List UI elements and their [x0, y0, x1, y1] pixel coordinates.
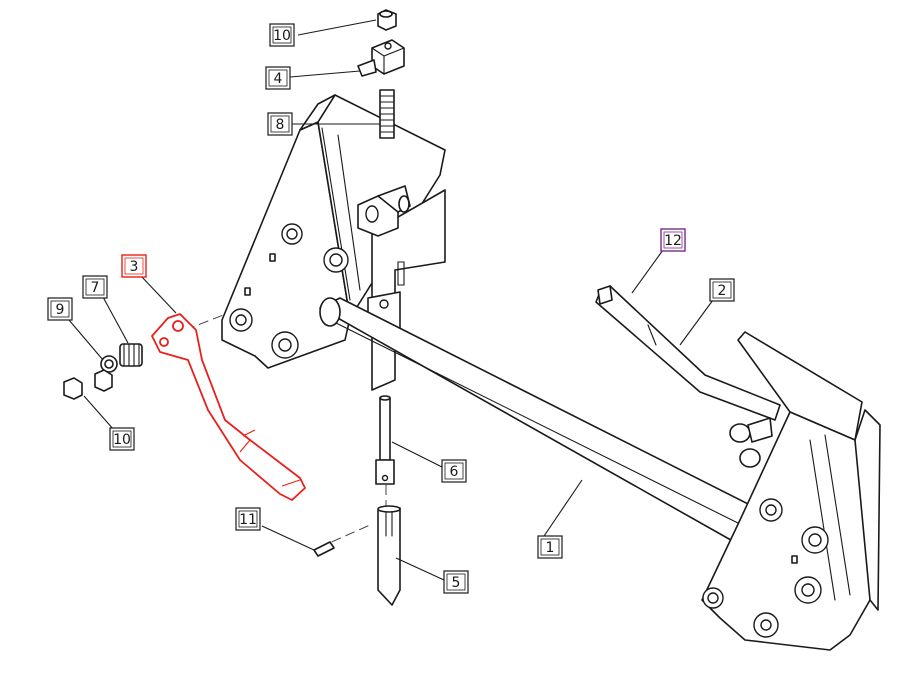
svg-text:12: 12: [664, 233, 682, 249]
nuts-left: [63, 369, 113, 400]
svg-text:2: 2: [718, 283, 727, 299]
callout-4: 4: [265, 66, 291, 90]
leader-lines: [68, 19, 714, 581]
roll-pin-part-11: [313, 541, 335, 557]
callout-2: 2: [709, 278, 735, 302]
pin-block-part-4: [357, 39, 405, 77]
frame-right-plate: [701, 331, 881, 651]
callout-12-accent: 12: [660, 228, 686, 252]
svg-text:5: 5: [452, 575, 461, 591]
right-handle-lever: [595, 285, 781, 468]
svg-text:10: 10: [113, 432, 131, 448]
svg-text:3: 3: [130, 259, 139, 275]
threaded-rod-part-8: [379, 89, 395, 139]
callout-1: 1: [537, 535, 563, 559]
callout-9: 9: [47, 297, 73, 321]
callout-10-bottom: 10: [109, 427, 135, 451]
svg-text:10: 10: [273, 28, 291, 44]
callout-10-top: 10: [269, 23, 295, 47]
svg-text:6: 6: [450, 464, 459, 480]
callout-5: 5: [443, 570, 469, 594]
svg-text:1: 1: [546, 540, 555, 556]
svg-text:9: 9: [56, 302, 65, 318]
svg-text:8: 8: [276, 117, 285, 133]
washer-part-9: [100, 355, 118, 373]
nut-top: [377, 9, 397, 31]
callout-7: 7: [82, 275, 108, 299]
svg-text:4: 4: [274, 71, 283, 87]
svg-text:11: 11: [239, 512, 257, 528]
tube-part-5: [377, 505, 401, 606]
callout-6: 6: [441, 459, 467, 483]
callout-11: 11: [235, 507, 261, 531]
spring-part-7: [119, 343, 143, 367]
callout-8: 8: [267, 112, 293, 136]
svg-text:7: 7: [91, 280, 100, 296]
callout-3-highlighted: 3: [121, 254, 147, 278]
pin-part-6: [375, 395, 395, 485]
highlighted-lever-part-3: [151, 313, 306, 501]
